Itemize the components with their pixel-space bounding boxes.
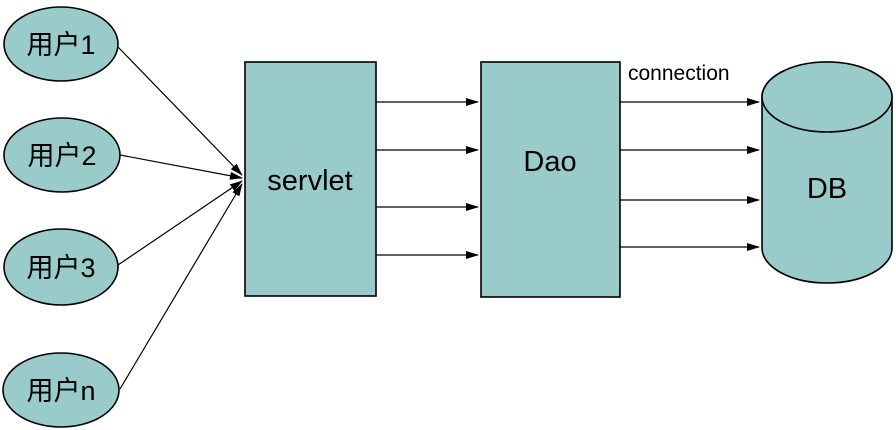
user1-ellipse (3, 6, 119, 82)
user1-label: 用户1 (26, 30, 95, 60)
usern-ellipse (2, 352, 120, 428)
servlet-label: servlet (267, 165, 352, 197)
db-label: DB (807, 173, 847, 205)
arrow-user1-to-servlet (117, 46, 243, 176)
arrow-user3-to-servlet (117, 180, 243, 266)
connection-label: connection (628, 62, 730, 85)
user2-label: 用户2 (27, 141, 96, 171)
arrow-user2-to-servlet (119, 154, 243, 180)
dao-box (480, 61, 621, 298)
user-to-servlet-arrows (117, 46, 243, 390)
user2-ellipse (3, 117, 121, 193)
user-nodes (2, 6, 121, 428)
db-cylinder-top (761, 61, 893, 133)
user3-label: 用户3 (26, 253, 95, 283)
dao-label: Dao (523, 146, 576, 178)
servlet-to-dao-arrows (376, 98, 479, 259)
usern-label: 用户n (26, 376, 95, 406)
user3-ellipse (3, 228, 119, 306)
dao-to-db-arrows (620, 98, 760, 251)
user-labels: 用户1 用户2 用户3 用户n (26, 30, 96, 406)
db-cylinder: DB (761, 61, 893, 284)
arrow-usern-to-servlet (119, 183, 243, 390)
servlet-box (244, 61, 377, 297)
